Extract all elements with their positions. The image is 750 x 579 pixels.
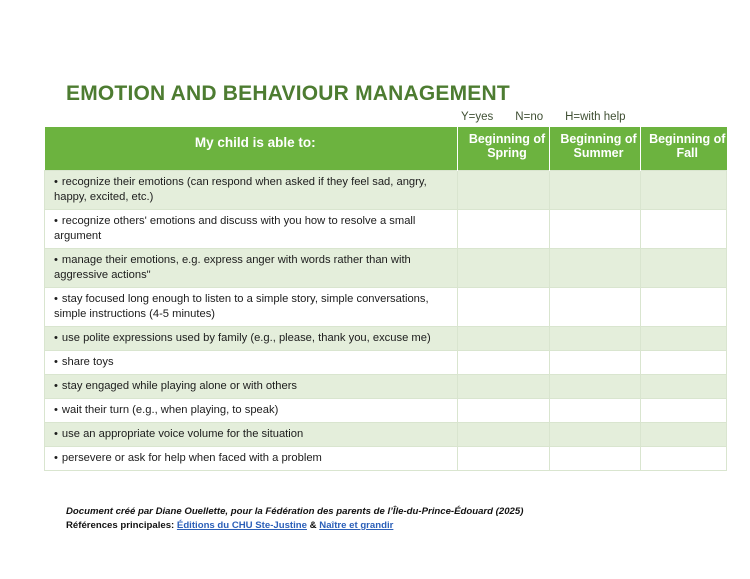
table-body: •recognize their emotions (can respond w… xyxy=(44,170,727,471)
row-skill-text: use polite expressions used by family (e… xyxy=(61,332,431,344)
row-skill-text: wait their turn (e.g., when playing, to … xyxy=(61,404,279,416)
row-skill-text: recognize others' emotions and discuss w… xyxy=(54,215,416,242)
cell-fall[interactable] xyxy=(640,446,727,471)
bullet-icon: • xyxy=(54,293,58,305)
table-row: •stay focused long enough to listen to a… xyxy=(44,287,727,327)
column-header-spring-line2: Spring xyxy=(487,146,527,160)
table-row: •use polite expressions used by family (… xyxy=(44,326,727,351)
bullet-icon: • xyxy=(54,428,58,440)
cell-summer[interactable] xyxy=(549,209,641,249)
bullet-icon: • xyxy=(54,254,58,266)
table-row: •manage their emotions, e.g. express ang… xyxy=(44,248,727,288)
footer-references-line: Références principales: Éditions du CHU … xyxy=(66,519,523,533)
row-skill-label: •recognize others' emotions and discuss … xyxy=(44,209,458,249)
page-title: EMOTION AND BEHAVIOUR MANAGEMENT xyxy=(66,82,510,105)
bullet-icon: • xyxy=(54,404,58,416)
milestones-table: My child is able to: Beginning of Spring… xyxy=(44,127,727,471)
table-row: •recognize their emotions (can respond w… xyxy=(44,170,727,210)
reference-link-chu-ste-justine[interactable]: Éditions du CHU Ste-Justine xyxy=(176,520,307,531)
cell-spring[interactable] xyxy=(457,287,550,327)
column-header-summer-line2: Summer xyxy=(573,146,624,160)
bullet-icon: • xyxy=(54,332,58,344)
reference-link-naitre-et-grandir[interactable]: Naître et grandir xyxy=(319,520,394,531)
bullet-icon: • xyxy=(54,356,58,368)
table-row: •persevere or ask for help when faced wi… xyxy=(44,446,727,471)
column-header-fall-line2: Fall xyxy=(676,146,699,160)
row-skill-label: •share toys xyxy=(44,350,458,375)
row-skill-label: •wait their turn (e.g., when playing, to… xyxy=(44,398,458,423)
column-header-summer: Beginning of Summer xyxy=(549,127,641,171)
table-row: •stay engaged while playing alone or wit… xyxy=(44,374,727,399)
row-skill-label: •use polite expressions used by family (… xyxy=(44,326,458,351)
footer-credits: Document créé par Diane Ouellette, pour … xyxy=(66,505,523,533)
cell-spring[interactable] xyxy=(457,398,550,423)
row-skill-text: recognize their emotions (can respond wh… xyxy=(54,176,427,203)
column-header-spring-line1: Beginning of xyxy=(468,132,546,146)
cell-spring[interactable] xyxy=(457,170,550,210)
legend-key: Y=yes N=no H=with help xyxy=(461,111,626,123)
row-skill-text: stay focused long enough to listen to a … xyxy=(54,293,429,320)
footer-credit-line: Document créé par Diane Ouellette, pour … xyxy=(66,506,524,517)
cell-spring[interactable] xyxy=(457,248,550,288)
cell-fall[interactable] xyxy=(640,398,727,423)
bullet-icon: • xyxy=(54,215,58,227)
legend-yes: Y=yes xyxy=(461,111,494,123)
table-row: •recognize others' emotions and discuss … xyxy=(44,209,727,249)
cell-fall[interactable] xyxy=(640,287,727,327)
cell-fall[interactable] xyxy=(640,248,727,288)
row-skill-text: stay engaged while playing alone or with… xyxy=(61,380,298,392)
cell-spring[interactable] xyxy=(457,326,550,351)
bullet-icon: • xyxy=(54,380,58,392)
row-skill-label: •stay engaged while playing alone or wit… xyxy=(44,374,458,399)
row-skill-label: •persevere or ask for help when faced wi… xyxy=(44,446,458,471)
cell-spring[interactable] xyxy=(457,350,550,375)
column-header-fall-line1: Beginning of xyxy=(649,132,726,146)
table-row: •use an appropriate voice volume for the… xyxy=(44,422,727,447)
table-row: •wait their turn (e.g., when playing, to… xyxy=(44,398,727,423)
cell-summer[interactable] xyxy=(549,374,641,399)
cell-spring[interactable] xyxy=(457,422,550,447)
row-skill-label: •recognize their emotions (can respond w… xyxy=(44,170,458,210)
cell-fall[interactable] xyxy=(640,374,727,399)
cell-fall[interactable] xyxy=(640,422,727,447)
bullet-icon: • xyxy=(54,176,58,188)
column-header-summer-line1: Beginning of xyxy=(560,132,637,146)
cell-summer[interactable] xyxy=(549,350,641,375)
row-skill-text: use an appropriate voice volume for the … xyxy=(61,428,304,440)
cell-spring[interactable] xyxy=(457,446,550,471)
footer-separator: & xyxy=(309,520,317,531)
row-skill-label: •manage their emotions, e.g. express ang… xyxy=(44,248,458,288)
cell-fall[interactable] xyxy=(640,350,727,375)
cell-summer[interactable] xyxy=(549,422,641,447)
cell-summer[interactable] xyxy=(549,170,641,210)
cell-spring[interactable] xyxy=(457,374,550,399)
row-skill-text: manage their emotions, e.g. express ange… xyxy=(54,254,411,281)
row-skill-text: share toys xyxy=(61,356,114,368)
legend-with-help: H=with help xyxy=(565,111,626,123)
column-header-skill: My child is able to: xyxy=(44,127,458,171)
column-header-spring: Beginning of Spring xyxy=(457,127,550,171)
row-skill-label: •stay focused long enough to listen to a… xyxy=(44,287,458,327)
column-header-fall: Beginning of Fall xyxy=(640,127,727,171)
cell-summer[interactable] xyxy=(549,446,641,471)
row-skill-text: persevere or ask for help when faced wit… xyxy=(61,452,322,464)
row-skill-label: •use an appropriate voice volume for the… xyxy=(44,422,458,447)
legend-no: N=no xyxy=(515,111,544,123)
cell-summer[interactable] xyxy=(549,248,641,288)
cell-summer[interactable] xyxy=(549,326,641,351)
cell-summer[interactable] xyxy=(549,287,641,327)
bullet-icon: • xyxy=(54,452,58,464)
footer-references-label: Références principales: xyxy=(66,520,175,531)
table-row: •share toys xyxy=(44,350,727,375)
cell-fall[interactable] xyxy=(640,209,727,249)
cell-fall[interactable] xyxy=(640,170,727,210)
table-header-row: My child is able to: Beginning of Spring… xyxy=(44,127,727,171)
cell-spring[interactable] xyxy=(457,209,550,249)
cell-fall[interactable] xyxy=(640,326,727,351)
cell-summer[interactable] xyxy=(549,398,641,423)
